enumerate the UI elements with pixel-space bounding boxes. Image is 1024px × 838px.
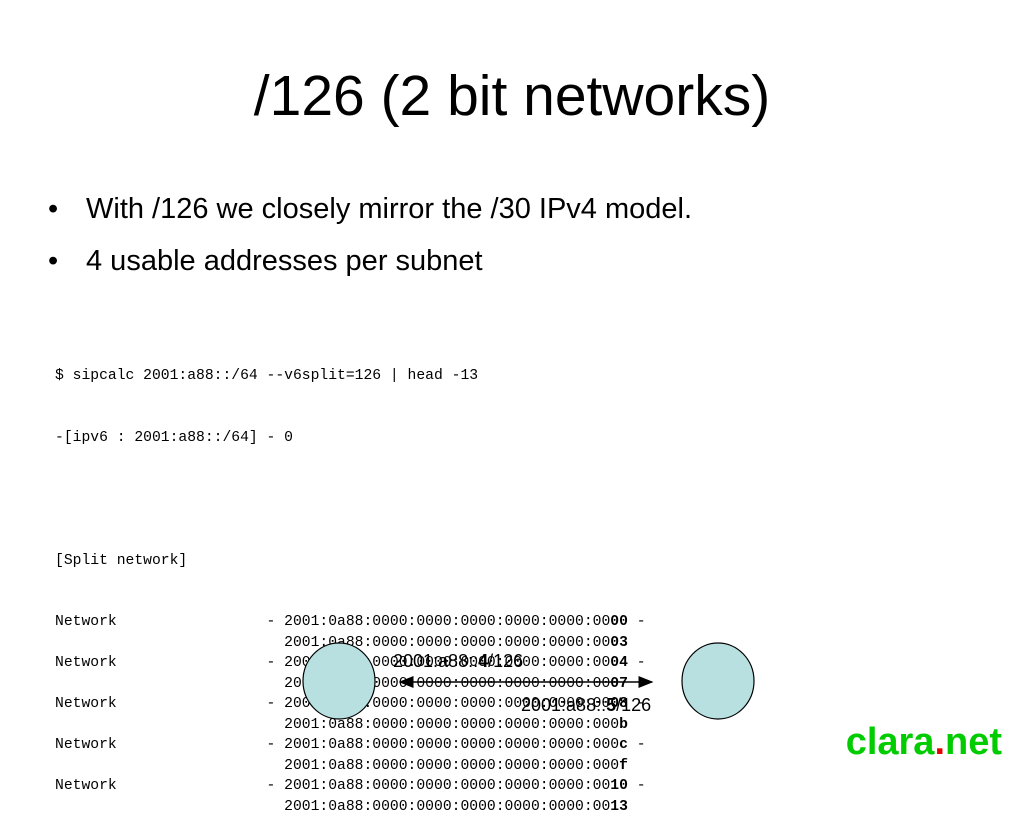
- terminal-output: $ sipcalc 2001:a88::/64 --v6split=126 | …: [55, 325, 646, 838]
- split-network-header: [Split network]: [55, 552, 188, 569]
- right-address-label: 2001:a88::5/126: [521, 694, 651, 716]
- network-start-host-bits: 10: [610, 778, 628, 794]
- network-end-line: 2001:0a88:0000:0000:0000:0000:0000:000f: [55, 757, 628, 774]
- network-end-host-bits: b: [619, 716, 628, 733]
- address-suffix: /126: [616, 695, 652, 715]
- network-end-line: 2001:0a88:0000:0000:0000:0000:0000:0013: [55, 798, 628, 815]
- bullet-item: • 4 usable addresses per subnet: [48, 244, 692, 278]
- network-start-host-bits: 04: [610, 655, 628, 671]
- network-start-line: Network - 2001:0a88:0000:0000:0000:0000:…: [55, 778, 646, 794]
- network-end-host-bits: 03: [610, 634, 628, 651]
- bullet-list: • With /126 we closely mirror the /30 IP…: [48, 192, 692, 296]
- network-end-line: 2001:0a88:0000:0000:0000:0000:0000:000b: [55, 716, 628, 733]
- network-start-line: Network - 2001:0a88:0000:0000:0000:0000:…: [55, 614, 646, 630]
- address-prefix: 2001:a88::: [521, 695, 607, 715]
- left-address-label: 2001:a88::4/126: [393, 650, 523, 672]
- network-end-line: 2001:0a88:0000:0000:0000:0000:0000:0003: [55, 634, 628, 651]
- network-end-host-bits: 07: [610, 675, 628, 692]
- clara-net-logo: clara.net: [846, 720, 1002, 764]
- bullet-dot-icon: •: [48, 193, 59, 225]
- logo-part-net: net: [945, 721, 1002, 763]
- network-start-host-bits: 00: [610, 614, 628, 630]
- network-end-line: 2001:0a88:0000:0000:0000:0000:0000:0007: [55, 675, 628, 692]
- slide-title: /126 (2 bit networks): [253, 64, 771, 128]
- bullet-text: With /126 we closely mirror the /30 IPv4…: [86, 193, 693, 225]
- network-end-host-bits: 13: [610, 798, 628, 815]
- address-prefix: 2001:a88::: [393, 651, 479, 671]
- right-router-node: [681, 642, 755, 720]
- bullet-item: • With /126 we closely mirror the /30 IP…: [48, 192, 692, 226]
- command-line: $ sipcalc 2001:a88::/64 --v6split=126 | …: [55, 368, 479, 384]
- logo-dot: .: [934, 721, 945, 763]
- network-end-host-bits: f: [619, 757, 628, 774]
- network-start-line: Network - 2001:0a88:0000:0000:0000:0000:…: [55, 655, 646, 671]
- network-start-line: Network - 2001:0a88:0000:0000:0000:0000:…: [55, 737, 646, 753]
- logo-part-clara: clara: [845, 721, 935, 763]
- address-host: 4: [478, 651, 489, 671]
- blank-line: [55, 489, 646, 510]
- address-suffix: /126: [488, 651, 524, 671]
- bullet-text: 4 usable addresses per subnet: [86, 245, 483, 277]
- network-start-host-bits: c: [619, 737, 628, 753]
- ipv6-header-line: -[ipv6 : 2001:a88::/64] - 0: [55, 429, 293, 446]
- bullet-dot-icon: •: [48, 245, 59, 277]
- network-start-host-bits: 08: [610, 696, 628, 712]
- address-host: 5: [606, 695, 617, 715]
